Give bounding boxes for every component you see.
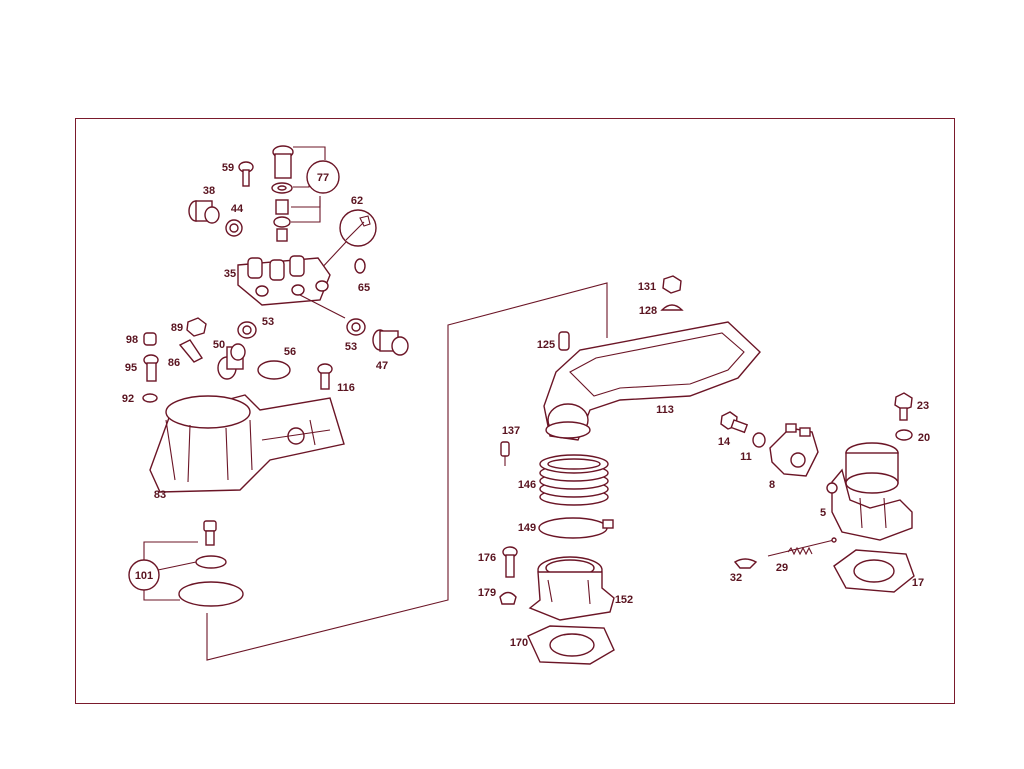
label-98: 98: [126, 334, 138, 346]
label-170: 170: [510, 637, 528, 649]
label-17: 17: [912, 577, 924, 589]
washer-92[interactable]: [142, 393, 158, 403]
label-128: 128: [639, 305, 657, 317]
label-113: 113: [656, 404, 674, 416]
leader-77c: [291, 196, 321, 208]
label-23: 23: [917, 400, 929, 412]
clip-86[interactable]: [178, 339, 204, 363]
hose-clamp-149[interactable]: [538, 517, 614, 539]
label-53b: 53: [345, 341, 357, 353]
rubber-bellows-146[interactable]: [539, 454, 609, 506]
label-176: 176: [478, 552, 496, 564]
gasket-170[interactable]: [527, 625, 615, 665]
label-146: 146: [518, 479, 536, 491]
callout-circle-77: [306, 160, 340, 194]
sleeve-125[interactable]: [558, 331, 570, 351]
label-47: 47: [376, 360, 388, 372]
throttle-switch-8[interactable]: [769, 423, 819, 477]
spring-rod-29[interactable]: [767, 537, 837, 557]
diagram-frame: [75, 118, 955, 704]
screw-116[interactable]: [317, 363, 333, 390]
label-11: 11: [740, 451, 752, 463]
leader-77a: [293, 146, 326, 160]
label-125: 125: [537, 339, 555, 351]
leader-101c: [143, 590, 180, 601]
clip-179[interactable]: [499, 591, 517, 605]
label-101: 101: [135, 570, 153, 582]
label-179: 179: [478, 587, 496, 599]
sensor-95[interactable]: [143, 354, 159, 382]
label-131: 131: [638, 281, 656, 293]
group-connector-line: [206, 282, 608, 661]
label-38: 38: [203, 185, 215, 197]
bolt-23[interactable]: [894, 392, 913, 421]
bracket-32[interactable]: [733, 558, 758, 569]
callout-group-101[interactable]: [178, 520, 244, 607]
washer-128[interactable]: [660, 304, 684, 311]
intake-manifold-113[interactable]: [543, 321, 761, 441]
label-149: 149: [518, 522, 536, 534]
screw-176[interactable]: [502, 546, 518, 578]
label-65: 65: [358, 282, 370, 294]
label-5: 5: [820, 507, 826, 519]
throttle-adapter-152[interactable]: [528, 556, 615, 621]
fitting-50[interactable]: [217, 343, 246, 380]
sensor-137[interactable]: [500, 441, 510, 466]
label-56: 56: [284, 346, 296, 358]
distributor-35[interactable]: [237, 255, 331, 306]
label-20: 20: [918, 432, 930, 444]
valve-stack-77[interactable]: [271, 145, 294, 242]
leader-101b: [157, 561, 197, 571]
nut-131[interactable]: [662, 275, 682, 294]
cap-98[interactable]: [143, 332, 157, 346]
label-116: 116: [337, 382, 355, 394]
seal-ring-53a[interactable]: [237, 321, 257, 339]
label-29: 29: [776, 562, 788, 574]
label-86: 86: [168, 357, 180, 369]
label-89: 89: [171, 322, 183, 334]
nut-89[interactable]: [186, 317, 207, 337]
label-92: 92: [122, 393, 134, 405]
leader-101a: [143, 541, 198, 560]
label-50: 50: [213, 339, 225, 351]
label-77: 77: [317, 172, 329, 184]
label-14: 14: [718, 436, 731, 448]
wrench-callout-62[interactable]: [339, 209, 377, 247]
label-137: 137: [502, 425, 520, 437]
o-ring-56[interactable]: [257, 360, 291, 380]
label-8: 8: [769, 479, 775, 491]
seal-ring-53b[interactable]: [346, 318, 366, 336]
label-53a: 53: [262, 316, 274, 328]
seal-ring-44[interactable]: [225, 219, 243, 237]
label-59: 59: [222, 162, 234, 174]
intake-housing-83[interactable]: [149, 394, 345, 493]
label-32: 32: [730, 572, 742, 584]
label-152: 152: [615, 594, 633, 606]
label-62: 62: [351, 195, 363, 207]
o-ring-65[interactable]: [354, 258, 366, 274]
label-83: 83: [154, 489, 166, 501]
label-35: 35: [224, 268, 236, 280]
label-44: 44: [231, 203, 244, 215]
leader-53b: [299, 294, 346, 319]
gasket-17[interactable]: [833, 549, 915, 593]
washer-20[interactable]: [895, 429, 913, 441]
fitting-47[interactable]: [372, 329, 409, 356]
throttle-body-5[interactable]: [826, 442, 913, 541]
washer-11[interactable]: [752, 432, 766, 448]
label-95: 95: [125, 362, 137, 374]
fitting-38[interactable]: [188, 200, 220, 224]
screw-59[interactable]: [238, 161, 254, 187]
leader-77d: [291, 200, 321, 223]
bolt-14[interactable]: [720, 411, 749, 434]
